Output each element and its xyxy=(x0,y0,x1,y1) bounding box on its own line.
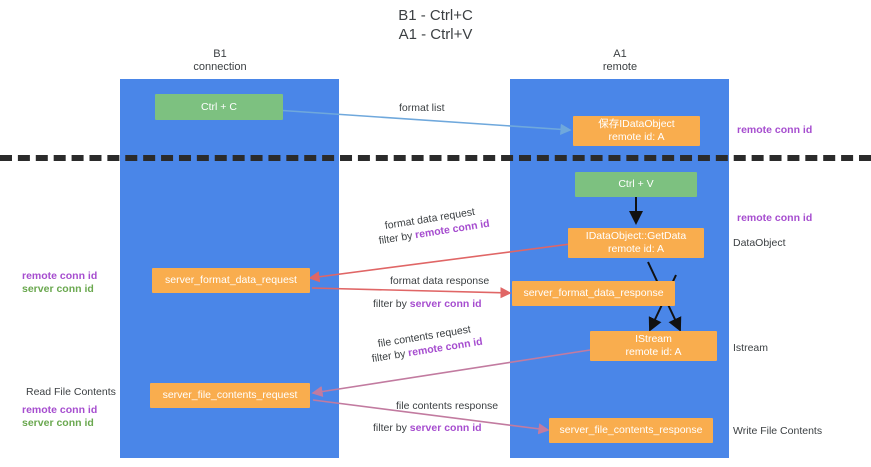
node-ctrl-v-label: Ctrl + V xyxy=(618,178,654,190)
left-label-remote-conn-id-2: remote conn id xyxy=(22,404,98,416)
edge-format-list xyxy=(274,109,572,135)
phase-divider xyxy=(0,155,871,161)
edge-label-file-contents-response-filter: filter by server conn id xyxy=(373,421,482,435)
node-save-idataobject-line1: 保存IDataObject xyxy=(598,118,675,130)
node-ctrl-c[interactable]: Ctrl + C xyxy=(155,94,283,120)
node-istream-line2: remote id: A xyxy=(625,346,682,358)
right-label-remote-conn-id-mid: remote conn id xyxy=(737,212,813,224)
key-server-conn-id: server conn id xyxy=(409,298,482,310)
node-getdata-line2: remote id: A xyxy=(607,243,665,255)
node-server-format-data-request[interactable]: server_format_data_request xyxy=(152,268,310,293)
node-istream[interactable]: IStream remote id: A xyxy=(590,331,717,361)
node-istream-line1: IStream xyxy=(635,333,672,345)
column-header-a1: A1 remote xyxy=(560,48,680,74)
node-getdata-line1: IDataObject::GetData xyxy=(585,230,687,242)
node-save-idataobject[interactable]: 保存IDataObject remote id: A xyxy=(573,116,700,146)
node-ctrl-c-label: Ctrl + C xyxy=(201,100,237,113)
edge-format-data-response xyxy=(311,287,512,299)
node-server-format-data-response[interactable]: server_format_data_response xyxy=(512,281,675,306)
right-label-istream: Istream xyxy=(733,342,769,354)
edge-label-file-contents-response: file contents response xyxy=(396,400,499,412)
left-label-read-file-contents: Read File Contents xyxy=(26,386,116,398)
filter-prefix: filter by xyxy=(373,298,410,310)
right-label-remote-conn-id-top: remote conn id xyxy=(737,124,813,136)
title-line-2: A1 - Ctrl+V xyxy=(398,26,473,43)
node-save-idataobject-line2: remote id: A xyxy=(608,131,665,143)
edge-file-contents-response xyxy=(312,399,550,435)
filter-prefix: filter by xyxy=(373,422,410,434)
node-server-file-contents-response[interactable]: server_file_contents_response xyxy=(549,418,713,443)
column-header-b1: B1 connection xyxy=(160,48,280,74)
key-server-conn-id: server conn id xyxy=(409,422,482,434)
left-label-server-conn-id: server conn id xyxy=(22,283,94,295)
node-server-file-contents-request[interactable]: server_file_contents_request xyxy=(150,383,310,408)
node-server-file-contents-response-label: server_file_contents_response xyxy=(559,424,703,436)
left-label-remote-conn-id: remote conn id xyxy=(22,270,98,282)
left-label-server-conn-id-2: server conn id xyxy=(22,417,94,429)
title-line-1: B1 - Ctrl+C xyxy=(398,7,473,24)
edge-label-format-list: format list xyxy=(399,102,445,114)
page-title: B1 - Ctrl+C A1 - Ctrl+V xyxy=(0,6,871,44)
column-header-b1-name: B1 xyxy=(213,48,227,60)
column-header-a1-subtitle: remote xyxy=(602,61,638,73)
node-server-file-contents-request-label: server_file_contents_request xyxy=(162,389,298,401)
edge-file-contents-request xyxy=(311,349,591,398)
edge-label-format-data-response: format data response xyxy=(390,275,490,287)
column-header-a1-name: A1 xyxy=(613,48,627,60)
right-label-write-file-contents: Write File Contents xyxy=(733,425,823,437)
right-label-dataobject: DataObject xyxy=(733,237,786,249)
node-ctrl-v[interactable]: Ctrl + V xyxy=(575,172,697,197)
node-server-format-data-request-label: server_format_data_request xyxy=(165,274,297,286)
edge-label-format-data-response-filter: filter by server conn id xyxy=(373,297,482,311)
node-getdata[interactable]: IDataObject::GetData remote id: A xyxy=(568,228,704,258)
edge-format-data-request xyxy=(308,242,579,283)
node-server-format-data-response-label: server_format_data_response xyxy=(523,287,664,299)
column-header-b1-subtitle: connection xyxy=(193,61,247,73)
